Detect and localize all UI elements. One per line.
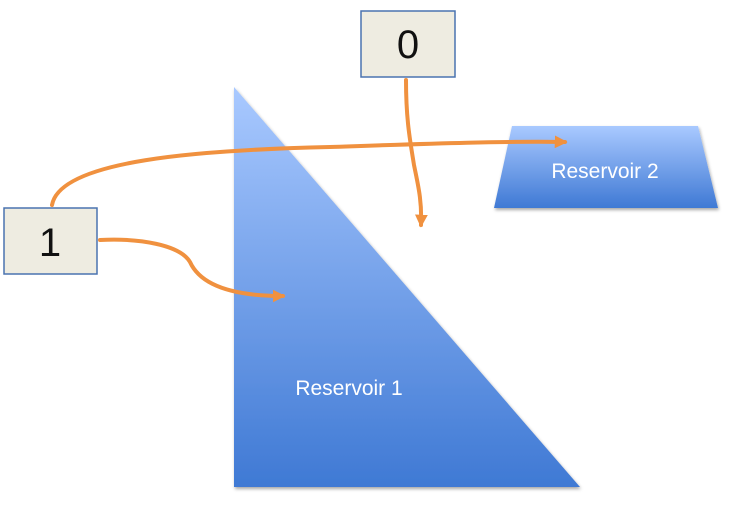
box-0: 0 <box>360 10 456 78</box>
reservoir-2: Reservoir 2 <box>494 126 718 208</box>
box-0-label: 0 <box>397 23 419 67</box>
reservoir-1: Reservoir 1 <box>234 87 580 487</box>
arrow-1-to-reservoir-1 <box>98 237 286 303</box>
reservoir-1-label: Reservoir 1 <box>295 377 402 400</box>
reservoir-2-shape <box>494 126 718 208</box>
reservoir-2-label: Reservoir 2 <box>551 160 658 183</box>
box-1-shape <box>3 207 98 275</box>
reservoir-1-shape <box>234 87 580 487</box>
arrow-0-down <box>404 78 428 228</box>
box-0-shape <box>360 10 456 78</box>
box-1-label: 1 <box>39 221 61 265</box>
box-1: 1 <box>3 207 98 275</box>
arrow-1-to-reservoir-2 <box>50 135 568 207</box>
